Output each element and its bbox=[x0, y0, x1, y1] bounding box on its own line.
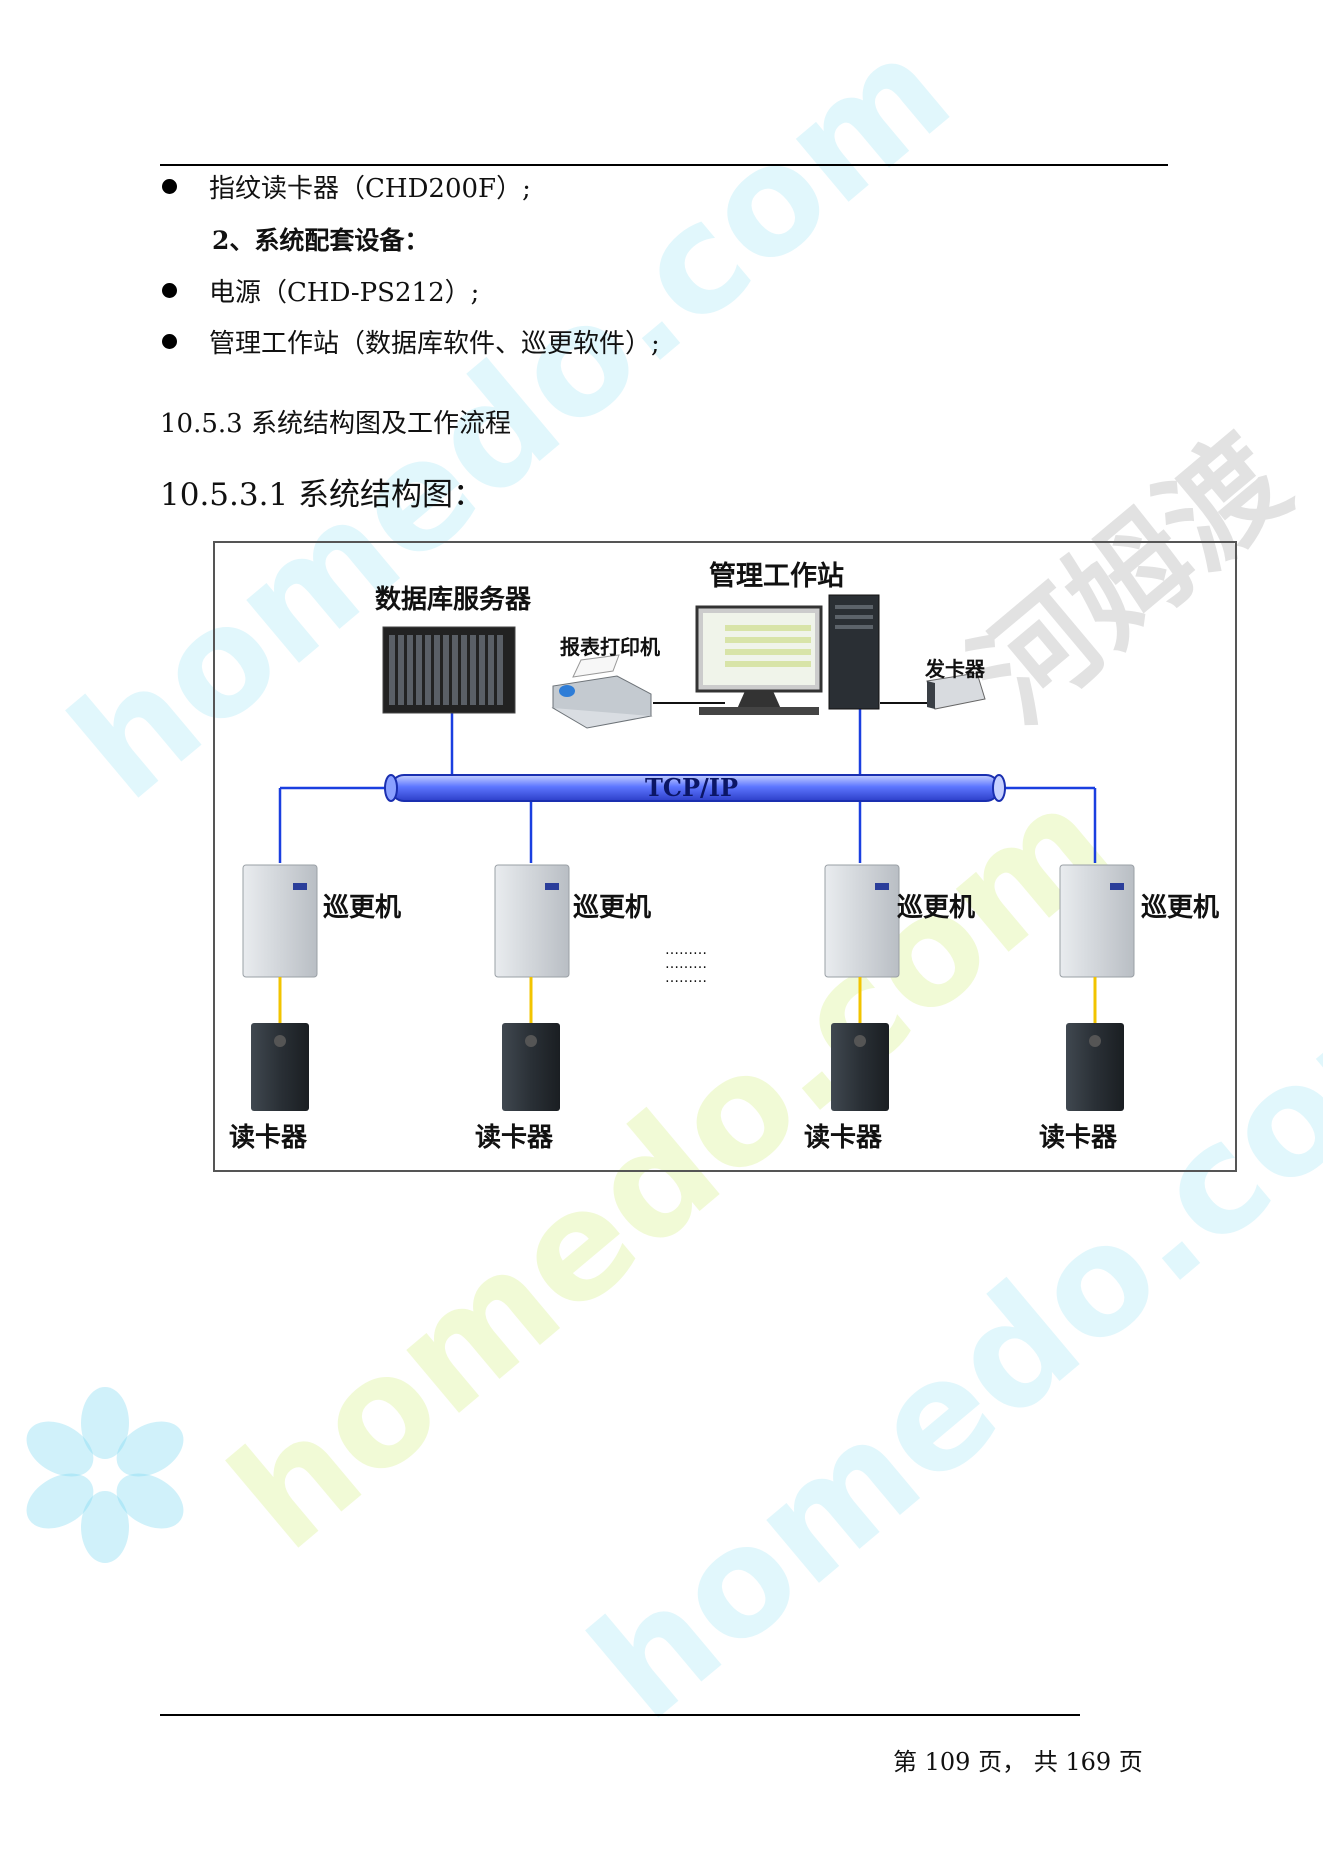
printer-image bbox=[551, 654, 653, 729]
footer-rule bbox=[160, 1714, 1080, 1716]
network-label: TCP/IP bbox=[645, 773, 739, 802]
workstation-label: 管理工作站 bbox=[709, 561, 844, 592]
diagram-canvas bbox=[242, 594, 1135, 1111]
bullet-icon bbox=[162, 179, 177, 194]
ellipsis-label: ……… ……… ……… bbox=[665, 942, 707, 986]
bullet-icon bbox=[162, 334, 177, 349]
patrol-label: 巡更机 bbox=[573, 893, 652, 923]
reader-label: 读卡器 bbox=[1039, 1123, 1118, 1153]
system-structure-diagram: 数据库服务器 管理工作站 报表打印机 发卡器 TCP/IP 巡更机 巡更机 巡更… bbox=[213, 541, 1237, 1172]
reader-lines bbox=[278, 977, 1097, 1023]
patrol-devices bbox=[242, 864, 1135, 978]
header-rule bbox=[160, 164, 1168, 166]
monitor-image bbox=[695, 605, 823, 715]
list-item-text: 管理工作站（数据库软件、巡更软件）; bbox=[209, 329, 660, 359]
network-lines bbox=[278, 709, 1097, 863]
computer-tower-image bbox=[828, 594, 880, 710]
patrol-label: 巡更机 bbox=[323, 893, 402, 923]
sub-heading: 2、系统配套设备： bbox=[212, 226, 430, 255]
reader-label: 读卡器 bbox=[475, 1123, 554, 1153]
watermark-flower-logo bbox=[26, 1387, 184, 1563]
section-heading: 10.5.3 系统结构图及工作流程 bbox=[160, 409, 511, 439]
list-item-text: 指纹读卡器（CHD200F）; bbox=[209, 174, 531, 204]
db-server-label: 数据库服务器 bbox=[375, 585, 532, 615]
list-item: 指纹读卡器（CHD200F）; bbox=[162, 168, 531, 205]
card-issuer-image bbox=[926, 672, 986, 710]
bullet-icon bbox=[162, 283, 177, 298]
list-item-text: 电源（CHD-PS212）; bbox=[209, 278, 480, 308]
card-readers bbox=[251, 1023, 1124, 1111]
card-issuer-label: 发卡器 bbox=[925, 657, 985, 681]
network-pipe bbox=[384, 774, 1006, 802]
list-item: 管理工作站（数据库软件、巡更软件）; bbox=[162, 323, 660, 360]
database-server-image bbox=[382, 626, 516, 714]
page-number: 第 109 页， 共 169 页 bbox=[893, 1748, 1143, 1776]
reader-label: 读卡器 bbox=[804, 1123, 883, 1153]
reader-label: 读卡器 bbox=[229, 1123, 308, 1153]
patrol-label: 巡更机 bbox=[897, 893, 976, 923]
printer-label: 报表打印机 bbox=[560, 635, 660, 659]
patrol-label: 巡更机 bbox=[1141, 893, 1220, 923]
list-item: 电源（CHD-PS212）; bbox=[162, 272, 479, 309]
subsection-heading: 10.5.3.1 系统结构图： bbox=[160, 477, 485, 513]
